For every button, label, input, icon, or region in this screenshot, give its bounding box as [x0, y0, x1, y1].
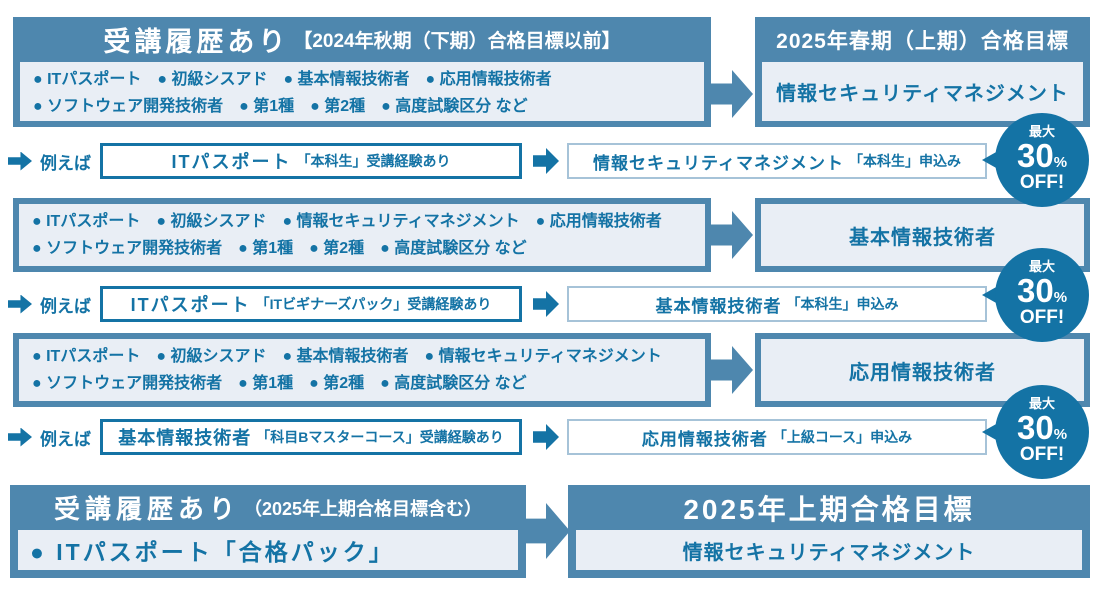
history-list-line-2: ● ソフトウェア開発技術者 ● 第1種 ● 第2種 ● 高度試験区分 など	[32, 375, 527, 392]
flow-arrow-icon	[711, 211, 753, 259]
flow-arrow-icon	[711, 346, 753, 394]
footer-goal-header: 2025年上期合格目標	[683, 493, 975, 525]
badge-value: 30	[1016, 272, 1054, 310]
badge-unit: %	[1053, 154, 1068, 172]
example-arrow-icon	[8, 151, 32, 171]
example-to-box-2: 基本情報技術者 「本科生」申込み	[567, 286, 987, 322]
discount-badge-3: 最大 30% OFF!	[995, 385, 1089, 479]
footer-history-header-main: 受講履歴あり	[53, 494, 240, 524]
example-flow-arrow-icon	[533, 291, 559, 317]
footer-history-item: ● ITパスポート「合格パック」	[18, 530, 518, 570]
badge-bottom: OFF!	[1019, 444, 1065, 466]
example-from-detail: 「本科生」受講経験あり	[296, 153, 451, 169]
discount-badge-2: 最大 30% OFF!	[995, 248, 1089, 342]
example-from-course: ITパスポート	[171, 152, 292, 172]
history-header-main: 受講履歴あり	[103, 27, 290, 57]
example-arrow-icon	[8, 427, 32, 447]
example-from-detail: 「科目Bマスターコース」受講経験あり	[256, 429, 504, 445]
flow-arrow-icon	[711, 70, 753, 118]
example-label-3: 例えば	[8, 419, 91, 455]
goal-name-1: 情報セキュリティマネジメント	[762, 62, 1083, 121]
history-list-line-1: ● ITパスポート ● 初級シスアド ● 基本情報技術者 ● 情報セキュリティマ…	[32, 348, 662, 365]
example-label-1: 例えば	[8, 143, 91, 179]
example-arrow-icon	[8, 294, 32, 314]
badge-value: 30	[1016, 137, 1054, 175]
example-from-course: ITパスポート	[130, 295, 251, 315]
history-list-line-2: ● ソフトウェア開発技術者 ● 第1種 ● 第2種 ● 高度試験区分 など	[33, 98, 528, 115]
example-to-detail: 「上級コース」申込み	[772, 429, 913, 445]
example-from-course: 基本情報技術者	[118, 428, 252, 448]
footer-history-header-sub: （2025年上期合格目標含む）	[243, 498, 483, 519]
footer-goal-name: 情報セキュリティマネジメント	[576, 530, 1082, 570]
example-to-course: 応用情報技術者	[641, 429, 768, 449]
footer-history-header: 受講履歴あり （2025年上期合格目標含む）	[10, 485, 526, 530]
goal-panel-1: 2025年春期（上期）合格目標 情報セキュリティマネジメント	[755, 17, 1090, 127]
history-list-line-1: ● ITパスポート ● 初級シスアド ● 基本情報技術者 ● 応用情報技術者	[33, 71, 552, 88]
example-label-2: 例えば	[8, 286, 91, 322]
badge-bottom: OFF!	[1019, 172, 1065, 194]
example-flow-arrow-icon	[533, 148, 559, 174]
badge-bottom: OFF!	[1019, 307, 1065, 329]
badge-tail-icon	[982, 151, 998, 169]
example-from-detail: 「ITビギナーズパック」受講経験あり	[255, 296, 492, 312]
footer-history-panel: 受講履歴あり （2025年上期合格目標含む） ● ITパスポート「合格パック」	[10, 485, 526, 578]
history-list-line-2: ● ソフトウェア開発技術者 ● 第1種 ● 第2種 ● 高度試験区分 など	[32, 240, 527, 257]
example-to-box-1: 情報セキュリティマネジメント 「本科生」申込み	[567, 143, 987, 179]
example-from-box-2: ITパスポート 「ITビギナーズパック」受講経験あり	[100, 286, 522, 322]
badge-top: 最大	[1028, 258, 1055, 274]
history-list-line-1: ● ITパスポート ● 初級シスアド ● 情報セキュリティマネジメント ● 応用…	[32, 213, 662, 230]
discount-badge-1: 最大 30% OFF!	[995, 113, 1089, 207]
example-to-detail: 「本科生」申込み	[848, 153, 961, 169]
badge-unit: %	[1053, 426, 1068, 444]
footer-goal-panel: 2025年上期合格目標 情報セキュリティマネジメント	[568, 485, 1090, 578]
example-flow-arrow-icon	[533, 424, 559, 450]
example-to-detail: 「本科生」申込み	[786, 296, 899, 312]
history-list-1: ● ITパスポート ● 初級シスアド ● 基本情報技術者 ● 応用情報技術者 ●…	[20, 62, 704, 121]
history-header-1: 受講履歴あり 【2024年秋期（下期）合格目標以前】	[13, 17, 711, 62]
history-panel-2: ● ITパスポート ● 初級シスアド ● 情報セキュリティマネジメント ● 応用…	[13, 198, 711, 272]
badge-tail-icon	[982, 286, 998, 304]
example-label-text: 例えば	[40, 296, 91, 316]
example-label-text: 例えば	[40, 429, 91, 449]
badge-value: 30	[1016, 409, 1054, 447]
example-to-box-3: 応用情報技術者 「上級コース」申込み	[567, 419, 987, 455]
example-from-box-1: ITパスポート 「本科生」受講経験あり	[100, 143, 522, 179]
history-panel-1: 受講履歴あり 【2024年秋期（下期）合格目標以前】 ● ITパスポート ● 初…	[13, 17, 711, 127]
badge-top: 最大	[1028, 123, 1055, 139]
example-to-course: 情報セキュリティマネジメント	[593, 153, 844, 173]
history-header-sub: 【2024年秋期（下期）合格目標以前】	[293, 31, 621, 52]
example-label-text: 例えば	[40, 153, 91, 173]
example-to-course: 基本情報技術者	[655, 296, 782, 316]
history-panel-3: ● ITパスポート ● 初級シスアド ● 基本情報技術者 ● 情報セキュリティマ…	[13, 333, 711, 407]
badge-top: 最大	[1028, 395, 1055, 411]
flow-arrow-icon	[522, 503, 570, 559]
badge-unit: %	[1053, 289, 1068, 307]
badge-tail-icon	[982, 423, 998, 441]
example-from-box-3: 基本情報技術者 「科目Bマスターコース」受講経験あり	[100, 419, 522, 455]
goal-header-1: 2025年春期（上期）合格目標	[776, 29, 1069, 53]
